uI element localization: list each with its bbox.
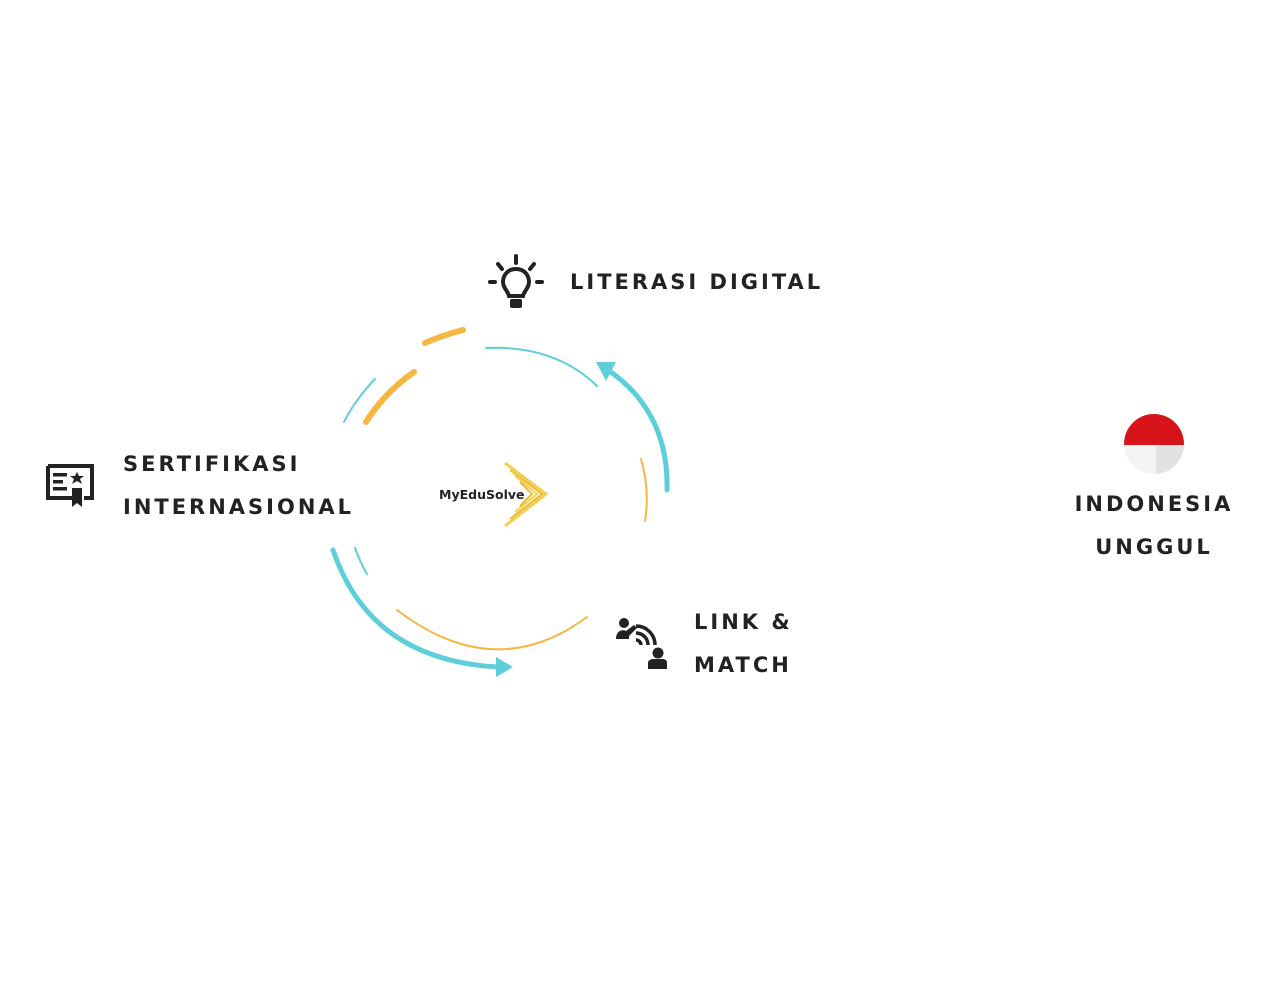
outer-teal-arrow-bottom: [330, 547, 501, 670]
myedusolve-logo: MyEduSolve: [439, 461, 549, 528]
handshake-signal-icon: [616, 618, 667, 669]
goal-label-line1: INDONESIA: [1074, 492, 1234, 516]
inner-orange-arc-bottom: [396, 609, 588, 651]
link-match-label-line2: MATCH: [694, 653, 792, 677]
sertifikasi-label-line1: SERTIFIKASI: [123, 452, 301, 476]
outer-orange-arc-top: [422, 327, 466, 346]
link-match-label-line1: LINK &: [694, 610, 793, 634]
inner-teal-arc-left: [343, 378, 376, 423]
node-literasi-digital: LITERASI DIGITAL: [486, 254, 826, 312]
teal-arrowhead-top: [596, 362, 616, 381]
goal-indonesia-unggul: INDONESIA UNGGUL: [1064, 410, 1244, 570]
goal-label-line2: UNGGUL: [1095, 535, 1213, 559]
lightbulb-icon: [488, 254, 544, 308]
outer-teal-arrow-right: [602, 365, 670, 493]
indonesia-flag-icon: [1124, 414, 1184, 474]
certificate-icon: [46, 464, 94, 507]
sertifikasi-label-line2: INTERNASIONAL: [123, 495, 355, 519]
teal-arrowhead-bottom: [496, 657, 513, 677]
outer-orange-arc-left: [363, 369, 417, 425]
logo-text: MyEduSolve: [439, 487, 524, 502]
inner-teal-arc-top: [485, 346, 598, 387]
inner-teal-arc-lower-left: [354, 547, 368, 575]
node-sertifikasi-internasional: SERTIFIKASI INTERNASIONAL: [44, 443, 364, 529]
literasi-digital-label: LITERASI DIGITAL: [570, 270, 824, 294]
logo-chevron-mark: [504, 461, 549, 528]
inner-orange-arc-right: [640, 458, 648, 522]
node-link-match: LINK & MATCH: [614, 601, 814, 687]
